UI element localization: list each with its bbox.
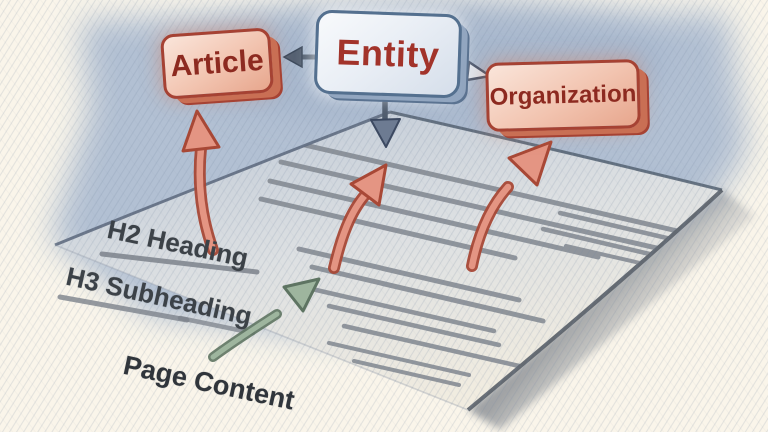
- arrow-heading-up-to-article: [181, 109, 221, 256]
- node-entity-label: Entity: [335, 31, 441, 76]
- label-underlines: [57, 251, 260, 336]
- arrow-entity-to-organization: [460, 60, 492, 82]
- arrow-entity-down-to-page: [370, 95, 401, 148]
- node-organization-label: Organization: [489, 79, 637, 111]
- node-article: Article: [159, 27, 275, 100]
- node-entity: Entity: [313, 9, 463, 99]
- arrow-page-right-up-to-organization: [466, 140, 553, 272]
- arrow-page-center-up-to-entity: [328, 163, 388, 274]
- arrow-entity-to-article: [282, 45, 316, 69]
- arrow-subheading-up-right: [208, 277, 321, 362]
- node-article-label: Article: [169, 43, 265, 83]
- node-organization: Organization: [485, 58, 641, 133]
